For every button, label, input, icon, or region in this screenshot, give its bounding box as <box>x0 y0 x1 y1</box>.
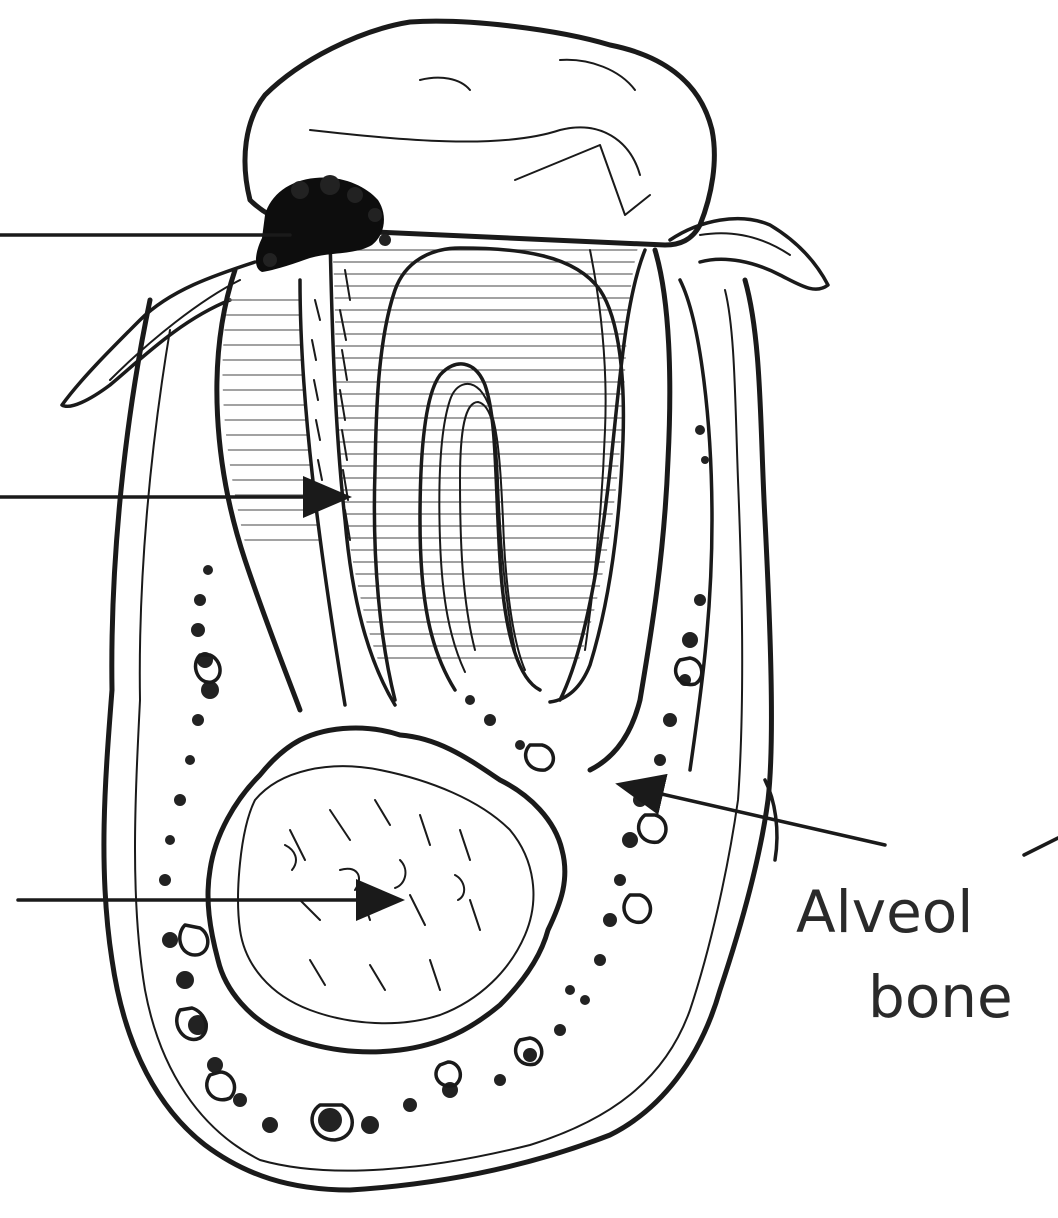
pointer-partial-right <box>1024 838 1058 855</box>
gingiva-right-inner <box>700 233 790 255</box>
furcation-loop <box>420 364 540 690</box>
right-root-pdl <box>680 280 712 770</box>
left-root-mesial <box>300 280 345 705</box>
tooth-root-outline <box>217 270 300 710</box>
caries-lesion <box>256 175 391 272</box>
crown-inner-line <box>310 127 640 175</box>
crown-enamel-line <box>515 145 650 215</box>
crown-highlight <box>420 60 635 90</box>
pointer-alveolar-bone <box>622 785 885 845</box>
periapical-lesion-inner <box>238 766 533 1023</box>
gingiva-right <box>670 219 828 289</box>
gingiva-left <box>62 262 255 406</box>
alveolar-bone-label-line2: bone <box>868 968 1013 1026</box>
alveolar-bone-label-line1: Alveol <box>796 883 973 941</box>
lesion-texture <box>285 800 480 990</box>
periapical-lesion <box>208 728 565 1052</box>
